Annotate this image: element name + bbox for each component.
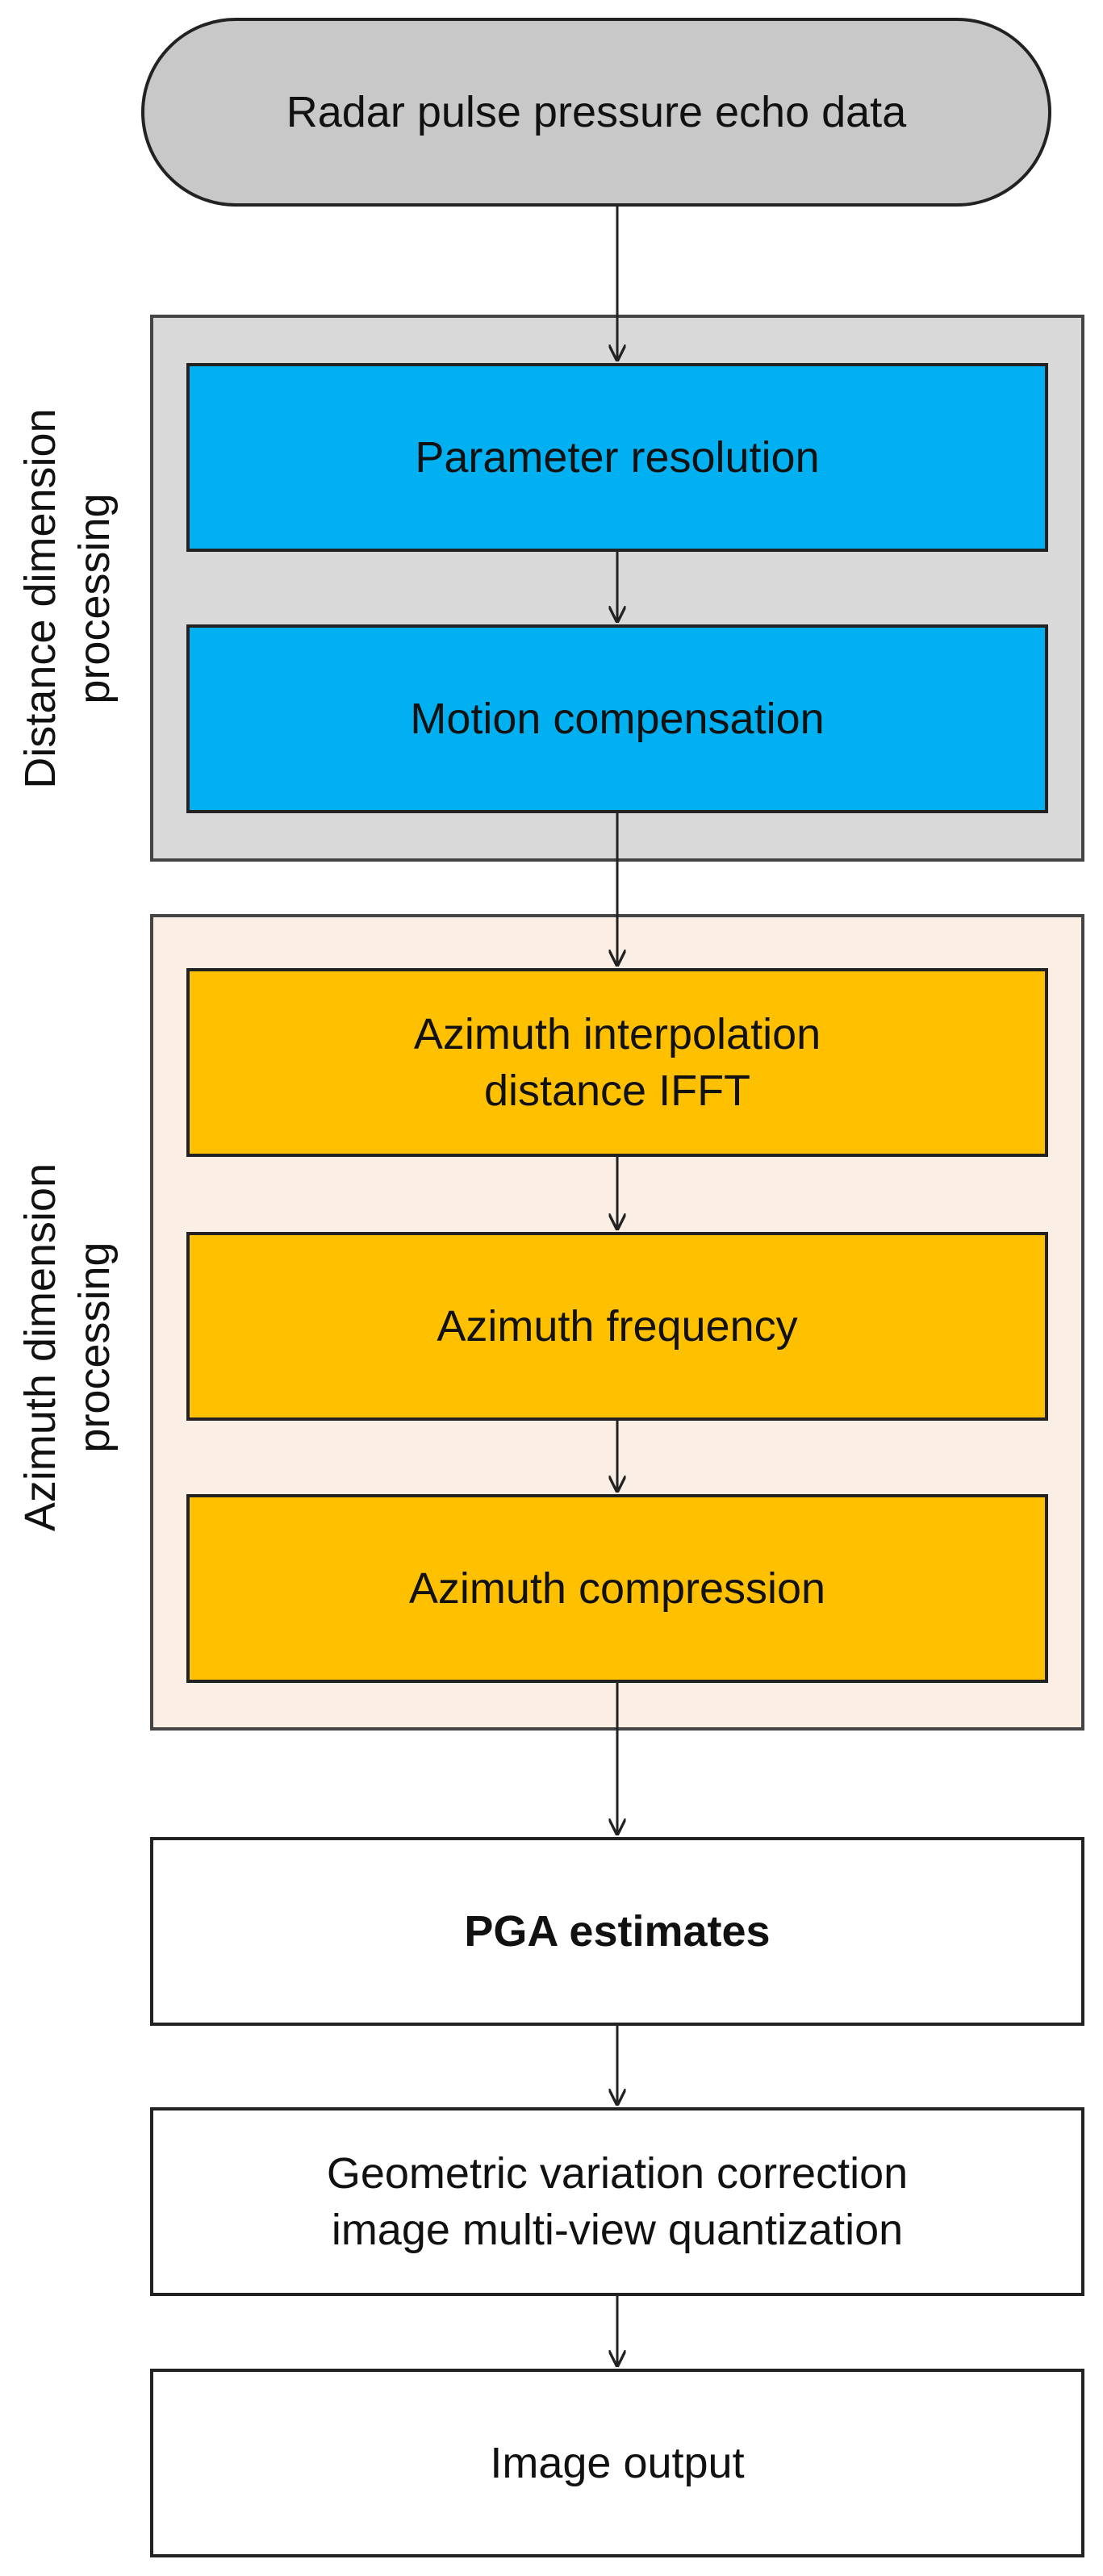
step-azimuth-frequency: Azimuth frequency bbox=[186, 1232, 1048, 1421]
step-azimuth-interpolation-distance-ifft: Azimuth interpolation distance IFFT bbox=[186, 968, 1048, 1157]
step-pga-estimates: PGA estimates bbox=[150, 1837, 1084, 2026]
step-motion-compensation: Motion compensation bbox=[186, 624, 1048, 813]
start-node-radar-echo-data: Radar pulse pressure echo data bbox=[141, 18, 1051, 207]
end-node-image-output: Image output bbox=[150, 2369, 1084, 2557]
step-azimuth-compression: Azimuth compression bbox=[186, 1494, 1048, 1683]
step-geometric-variation-correction: Geometric variation correction image mul… bbox=[150, 2107, 1084, 2296]
step-parameter-resolution: Parameter resolution bbox=[186, 363, 1048, 552]
